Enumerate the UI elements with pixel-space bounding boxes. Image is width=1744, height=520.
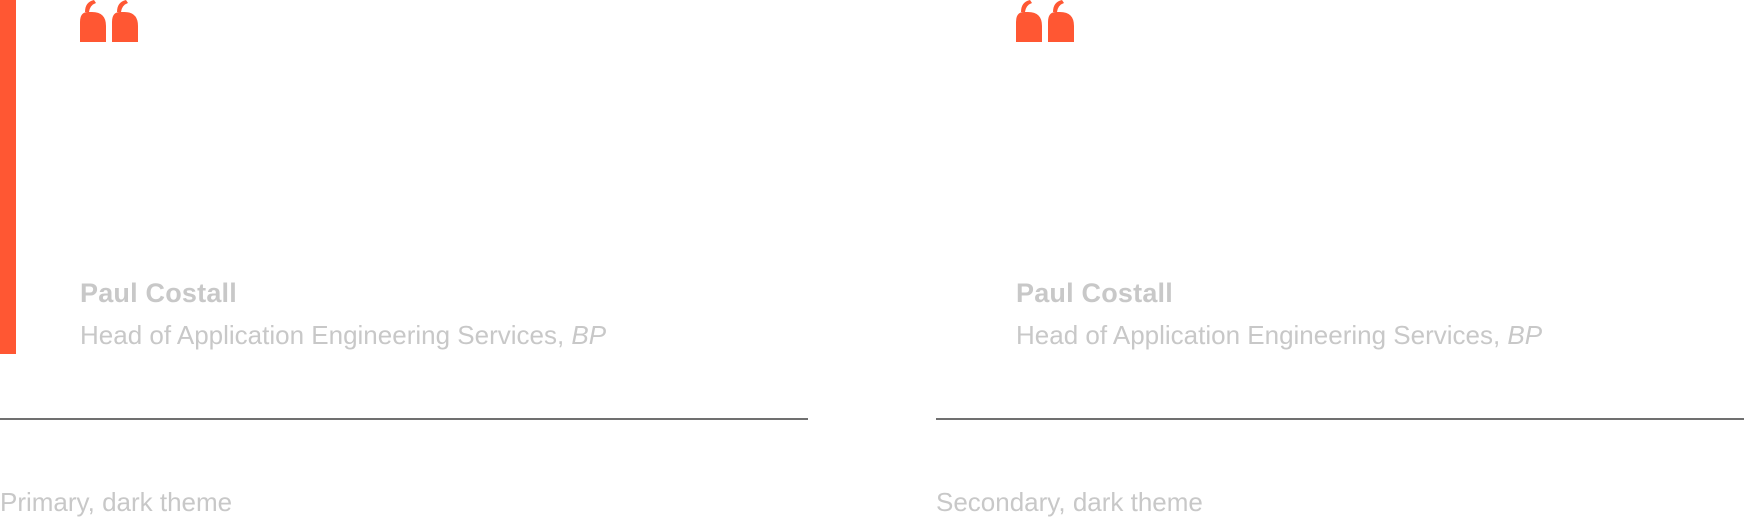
- variant-caption: Secondary, dark theme: [936, 487, 1203, 517]
- divider: [0, 418, 808, 420]
- accent-bar: [0, 0, 16, 354]
- author-name: Paul Costall: [1016, 278, 1173, 308]
- variant-caption: Primary, dark theme: [0, 487, 233, 517]
- author-title: Head of Application Engineering Services…: [80, 320, 606, 351]
- author-name: Paul Costall: [80, 278, 237, 308]
- author-company: BP: [1507, 320, 1543, 350]
- primary-quote-panel: Paul Costall Head of Application Enginee…: [0, 0, 808, 520]
- author-company: BP: [571, 320, 607, 350]
- divider: [936, 418, 1744, 420]
- author-title: Head of Application Engineering Services…: [1016, 320, 1542, 351]
- secondary-quote-panel: Paul Costall Head of Application Enginee…: [936, 0, 1744, 520]
- quote-icon: [1016, 0, 1074, 42]
- quote-icon: [80, 0, 138, 42]
- author-role: Head of Application Engineering Services…: [1016, 320, 1501, 350]
- author-role: Head of Application Engineering Services…: [80, 320, 565, 350]
